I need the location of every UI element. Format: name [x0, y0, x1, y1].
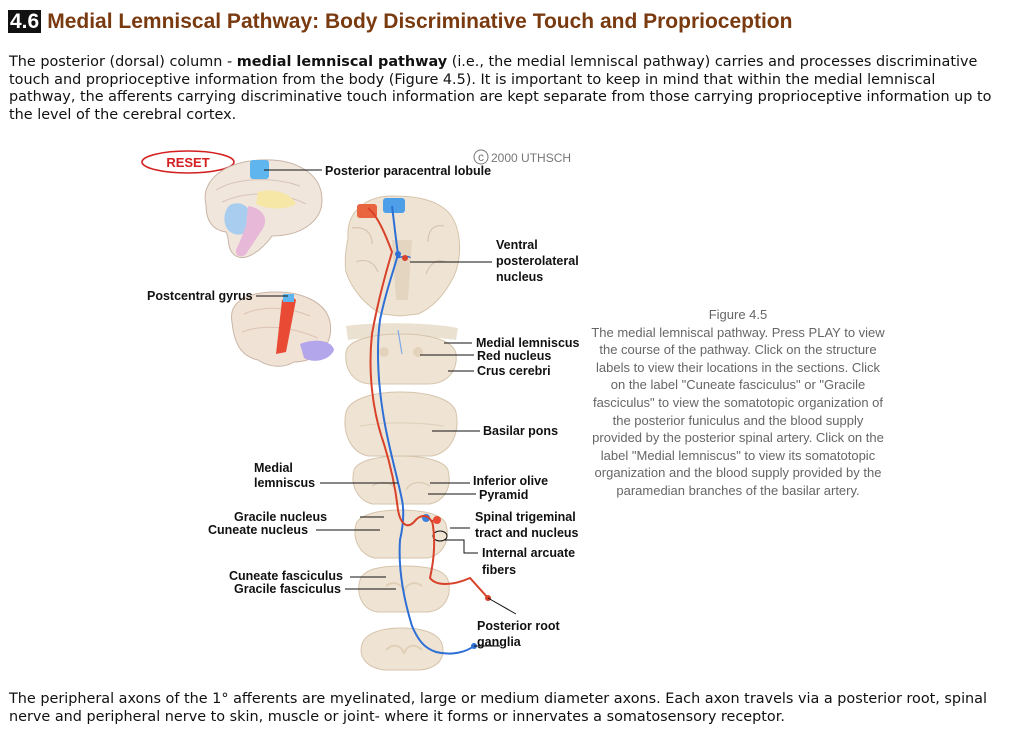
pons-section-icon: [344, 391, 458, 457]
label-gracile-fasciculus[interactable]: Gracile fasciculus: [234, 582, 341, 596]
copyright-text: 2000 UTHSCH: [491, 151, 571, 165]
intro-paragraph: The posterior (dorsal) column - medial l…: [9, 54, 999, 124]
label-medial-lemniscus-midbrain[interactable]: Medial lemniscus: [476, 336, 580, 350]
reset-button-label: RESET: [166, 155, 209, 170]
caption-title: Figure 4.5: [708, 307, 768, 322]
leader-lines: [256, 169, 517, 647]
label-pyramid[interactable]: Pyramid: [479, 488, 528, 502]
label-vpl-line3: nucleus: [496, 270, 543, 284]
label-vpl-line2: posterolateral: [496, 254, 579, 268]
label-red-nucleus[interactable]: Red nucleus: [477, 349, 551, 363]
label-posterior-paracentral-lobule[interactable]: Posterior paracentral lobule: [325, 164, 491, 178]
caption-text: The medial lemniscal pathway. Press PLAY…: [591, 324, 885, 498]
figure-caption: Figure 4.5 The medial lemniscal pathway.…: [588, 306, 888, 500]
label-gracile-nucleus[interactable]: Gracile nucleus: [234, 510, 327, 524]
label-crus-cerebri[interactable]: Crus cerebri: [477, 364, 551, 378]
intro-rest: (i.e., the medial lemniscal pathway) car…: [9, 54, 992, 123]
label-inferior-olive[interactable]: Inferior olive: [473, 474, 548, 488]
outro-paragraph: The peripheral axons of the 1° afferents…: [9, 691, 987, 725]
label-cuneate-nucleus[interactable]: Cuneate nucleus: [208, 523, 308, 537]
label-medial-lemniscus-line1: Medial: [254, 461, 293, 475]
label-vpl-line1: Ventral: [496, 238, 538, 252]
pathway-tracts: [367, 205, 491, 655]
brain-medial-view-icon: [204, 159, 323, 258]
label-internal-arcuate-fibers[interactable]: Internal arcuate fibers: [482, 546, 575, 577]
label-spinal-trigeminal-line1: Spinal trigeminal: [475, 510, 576, 524]
label-postcentral-gyrus[interactable]: Postcentral gyrus: [147, 289, 253, 303]
label-internal-arcuate-line2: fibers: [482, 563, 516, 577]
label-posterior-root-line2: ganglia: [477, 635, 522, 649]
label-medial-lemniscus-medulla[interactable]: Medial lemniscus: [254, 461, 315, 490]
copyright: c 2000 UTHSCH: [473, 149, 571, 165]
label-medial-lemniscus-line2: lemniscus: [254, 476, 315, 490]
intro-lead: The posterior (dorsal) column -: [9, 54, 237, 70]
lumbar-cord-section-icon: [360, 627, 444, 671]
label-internal-arcuate-line1: Internal arcuate: [482, 546, 575, 560]
label-basilar-pons[interactable]: Basilar pons: [483, 424, 558, 438]
reset-button-outline: [141, 150, 235, 174]
label-ventral-posterolateral-nucleus[interactable]: Ventral posterolateral nucleus: [496, 238, 579, 284]
intro-bold-term: medial lemniscal pathway: [236, 54, 448, 70]
brain-lateral-view-icon: [231, 291, 334, 367]
label-posterior-root-ganglia[interactable]: Posterior root ganglia: [477, 619, 560, 649]
section-title-text: Medial Lemniscal Pathway: Body Discrimin…: [47, 10, 793, 33]
section-number: 4.6: [8, 10, 42, 33]
label-spinal-trigeminal-tract[interactable]: Spinal trigeminal tract and nucleus: [475, 510, 579, 540]
label-posterior-root-line1: Posterior root: [477, 619, 560, 633]
label-spinal-trigeminal-line2: tract and nucleus: [475, 526, 579, 540]
copyright-symbol: c: [478, 150, 484, 164]
reset-button[interactable]: RESET: [141, 150, 235, 174]
label-cuneate-fasciculus[interactable]: Cuneate fasciculus: [229, 569, 343, 583]
copyright-icon: [473, 149, 489, 165]
